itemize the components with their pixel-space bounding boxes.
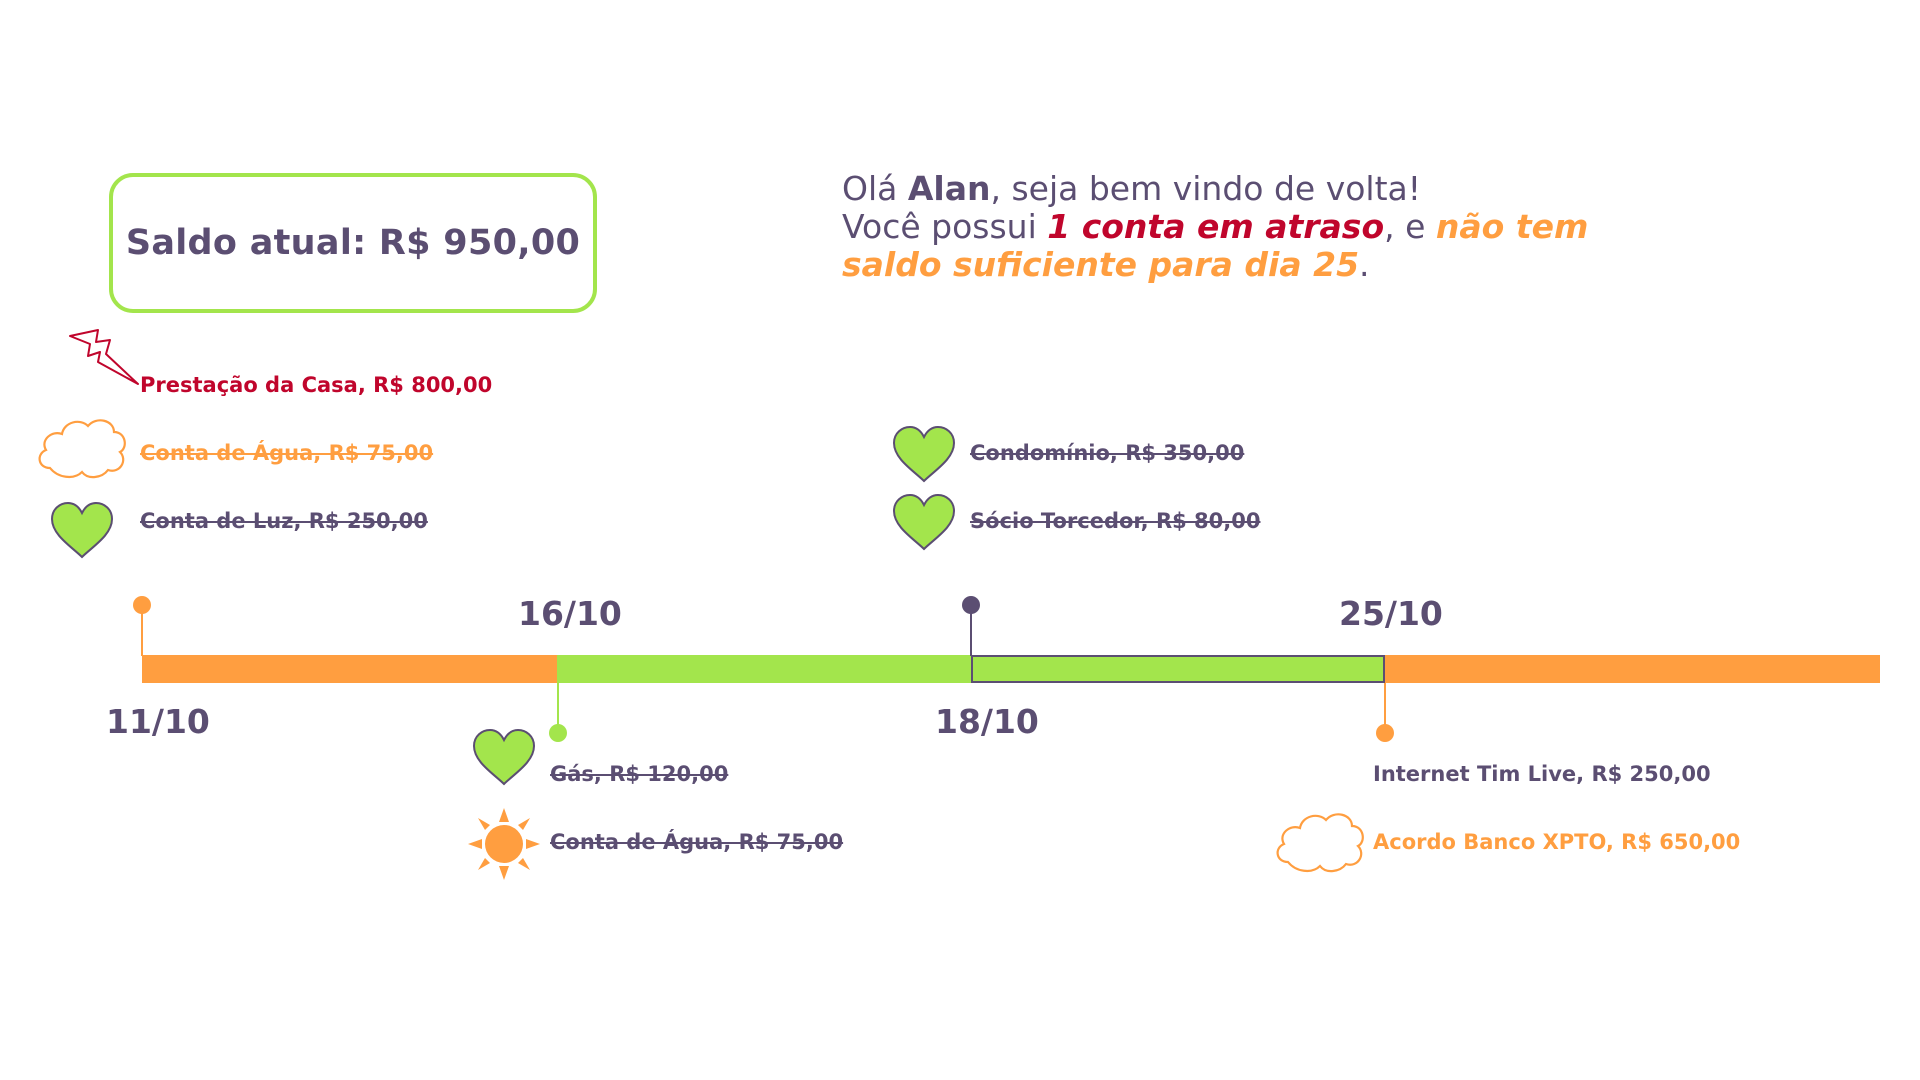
- timeline-segment-2: [557, 655, 971, 683]
- timeline-stem-1: [141, 612, 143, 656]
- bill-label-prestacao: Prestação da Casa, R$ 800,00: [140, 373, 493, 397]
- timeline-date-2: 16/10: [518, 594, 622, 633]
- greeting-line2-mid: , e: [1384, 207, 1436, 246]
- timeline-stem-3: [970, 612, 972, 656]
- heart-icon: [470, 728, 538, 788]
- timeline-date-4: 25/10: [1339, 594, 1443, 633]
- bill-label-gas: Gás, R$ 120,00: [550, 762, 729, 786]
- bill-label-luz: Conta de Luz, R$ 250,00: [140, 509, 428, 533]
- timeline-marker-1: [133, 596, 151, 614]
- greeting-suffix: , seja bem vindo de volta!: [990, 169, 1421, 208]
- balance-text: Saldo atual: R$ 950,00: [125, 223, 581, 263]
- timeline-segment-4: [1385, 655, 1880, 683]
- heart-icon: [890, 425, 958, 485]
- timeline-date-3: 18/10: [935, 702, 1039, 741]
- timeline-marker-3: [962, 596, 980, 614]
- greeting-prefix: Olá: [842, 169, 908, 208]
- greeting-period: .: [1359, 245, 1370, 284]
- timeline-marker-4: [1376, 724, 1394, 742]
- greeting-line-3: saldo suficiente para dia 25.: [842, 246, 1742, 284]
- balance-card: Saldo atual: R$ 950,00: [109, 173, 597, 313]
- timeline-date-1: 11/10: [106, 702, 210, 741]
- bill-label-agua-2: Conta de Água, R$ 75,00: [550, 830, 844, 854]
- bill-label-socio: Sócio Torcedor, R$ 80,00: [970, 509, 1261, 533]
- greeting-line-2: Você possui 1 conta em atraso, e não tem: [842, 208, 1742, 246]
- heart-icon: [48, 501, 116, 561]
- bill-label-internet: Internet Tim Live, R$ 250,00: [1373, 762, 1711, 786]
- timeline-stem-4: [1384, 683, 1386, 731]
- lightning-icon: [62, 326, 142, 388]
- greeting-line-1: Olá Alan, seja bem vindo de volta!: [842, 170, 1742, 208]
- timeline-segment-1: [142, 655, 557, 683]
- cloud-icon: [1270, 806, 1368, 878]
- timeline-segment-3: [971, 655, 1385, 683]
- insufficient-balance-text-a: não tem: [1435, 207, 1589, 246]
- insufficient-balance-text-b: saldo suficiente para dia 25: [842, 245, 1360, 284]
- cloud-icon: [32, 412, 130, 482]
- greeting-line2-prefix: Você possui: [842, 207, 1048, 246]
- bill-label-acordo: Acordo Banco XPTO, R$ 650,00: [1373, 830, 1741, 854]
- sun-icon: [466, 806, 542, 882]
- heart-icon: [890, 493, 958, 553]
- timeline-marker-2: [549, 724, 567, 742]
- user-name: Alan: [907, 169, 991, 208]
- bill-label-agua-1: Conta de Água, R$ 75,00: [140, 441, 434, 465]
- bill-label-condominio: Condomínio, R$ 350,00: [970, 441, 1245, 465]
- late-bills-text: 1 conta em atraso: [1047, 207, 1385, 246]
- greeting-message: Olá Alan, seja bem vindo de volta! Você …: [842, 170, 1742, 284]
- timeline-stem-2: [557, 683, 559, 731]
